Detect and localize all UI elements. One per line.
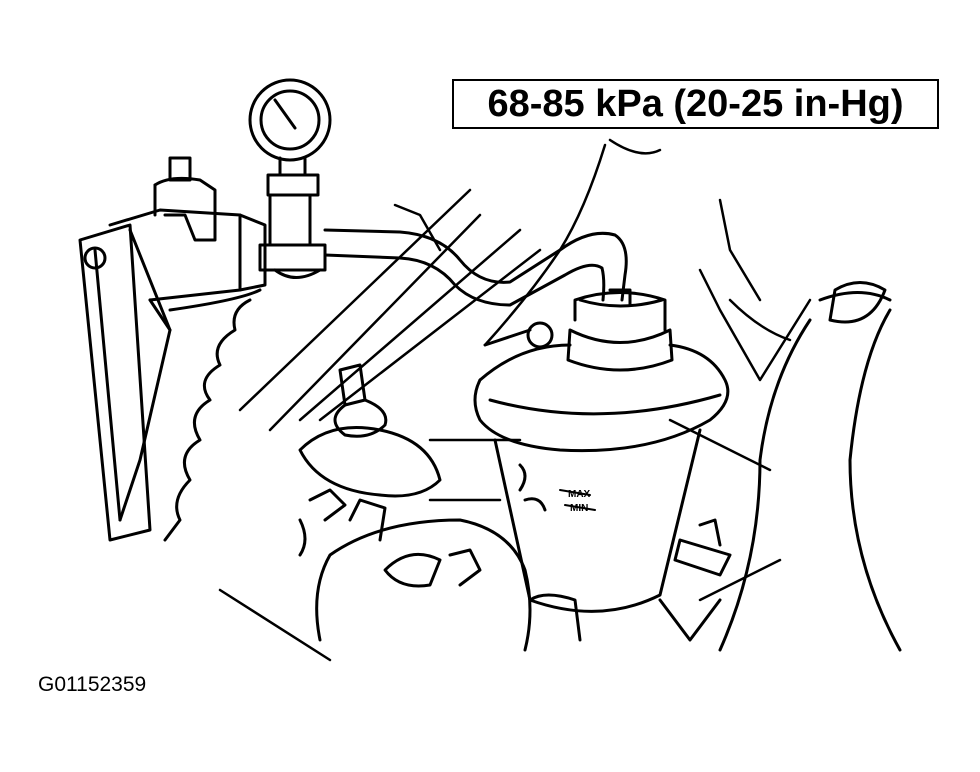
max-mark-label: MAX [568, 489, 591, 500]
temperature-sensor [298, 363, 442, 557]
engine-structure-lines [218, 138, 812, 662]
coolant-hose [718, 281, 902, 652]
callout-leader-line [483, 143, 607, 347]
reservoir-assembly [473, 288, 730, 613]
vacuum-gauge [248, 78, 332, 279]
hose-clamp [658, 518, 732, 642]
vacuum-hose [323, 228, 628, 307]
min-mark-label: MIN [570, 503, 588, 514]
figure-id: G01152359 [38, 673, 147, 696]
lower-housing [315, 498, 582, 652]
vacuum-pump [78, 156, 267, 542]
pressure-callout-box: 68-85 kPa (20-25 in-Hg) [452, 79, 939, 129]
pressure-callout-label: 68-85 kPa (20-25 in-Hg) [487, 82, 904, 125]
